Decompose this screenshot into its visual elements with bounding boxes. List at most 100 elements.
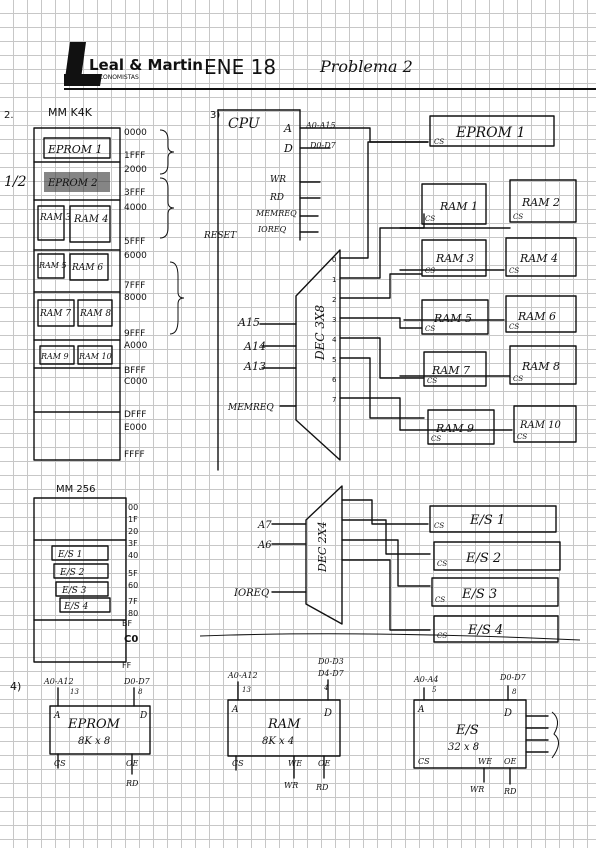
- mm-block-label: RAM 3: [39, 213, 71, 223]
- decoder-mem-enable: MEMREQ: [227, 403, 274, 413]
- io-address: BF: [122, 619, 132, 628]
- chip-ram-5: [421, 299, 489, 335]
- io-device-cs: CS: [437, 632, 447, 640]
- cpu-block: 3) CPU A A0-A15 D D0-D7 WR RD MEMREQ IOR…: [203, 109, 429, 471]
- chip-ram-10: [513, 405, 577, 443]
- io-device-1: [429, 505, 557, 533]
- detail-ram-bits-d: 4: [323, 684, 328, 692]
- io-device-name: E/S 3: [461, 587, 497, 602]
- detail-io-d: D: [503, 708, 512, 719]
- decoder-io-enable: IOREQ: [233, 588, 269, 599]
- chip-cs: CS: [434, 138, 444, 146]
- cpu-address-pin: A: [283, 122, 292, 135]
- decoder-mem-output: 0: [332, 256, 336, 264]
- chip-name: RAM 4: [519, 252, 558, 265]
- mm-block-eprom1: [43, 137, 111, 159]
- io-block-label: E/S 3: [61, 586, 87, 596]
- chip-name: RAM 8: [521, 360, 560, 373]
- cpu-rd: RD: [269, 193, 284, 203]
- details-section-number: 4): [10, 680, 21, 693]
- detail-ram-rd: RD: [315, 783, 329, 792]
- logo-brand: Leal & Martin: [89, 56, 203, 74]
- io-device-4: [433, 615, 559, 643]
- memory-map-section-number: 2.: [4, 110, 14, 121]
- mm-block-label: RAM 7: [39, 309, 71, 319]
- mm-address: FFFF: [124, 450, 145, 460]
- memory-map-heading: MM K4K: [48, 106, 93, 119]
- mm-block-label: EPROM 2: [47, 178, 98, 189]
- mm-address: 4000: [124, 203, 147, 213]
- decoder-mem-output: 7: [332, 396, 336, 404]
- decoder-io: DEC 2X4 A7 A6 IOREQ: [199, 485, 581, 641]
- mm-block-label: EPROM 1: [47, 143, 103, 156]
- mm-address: 3FFF: [124, 188, 145, 198]
- mm-address: 7FFF: [124, 281, 145, 291]
- problem-title: Problema 2: [319, 57, 413, 76]
- cpu-reset: RESET: [203, 231, 237, 241]
- io-device-2: [433, 541, 561, 571]
- cpu-ioreq: IOREQ: [257, 225, 287, 234]
- chip-details: 4) A0-A12 D0-D7 13 8 A D EPROM 8K x 8 CS…: [10, 657, 559, 796]
- cpu-label: CPU: [228, 116, 261, 132]
- io-device-cs: CS: [434, 522, 444, 530]
- decoder-memory: DEC 3X8 A15 A14 A13 MEMREQ 0 1 2 3 4 5 6…: [227, 141, 513, 461]
- io-device-name: E/S 2: [465, 551, 501, 566]
- decoder-mem-label: DEC 3X8: [313, 304, 327, 361]
- chip-name: RAM 7: [431, 364, 470, 377]
- chip-name: RAM 5: [433, 312, 472, 325]
- detail-io-box: [413, 699, 527, 769]
- mm-address: 8000: [124, 293, 147, 303]
- io-address: 80: [128, 609, 138, 618]
- decoder-mem-output: 3: [332, 316, 336, 324]
- detail-ram-size: 8K x 4: [262, 736, 294, 747]
- detail-eprom-bits-a: 13: [70, 688, 79, 696]
- chip-name: EPROM 1: [455, 125, 525, 141]
- company-logo: Leal & Martin ECONOMISTAS: [64, 42, 203, 86]
- io-device-cs: CS: [435, 596, 445, 604]
- cpu-section-number: 3): [210, 110, 220, 121]
- io-address: FF: [122, 661, 132, 670]
- chip-name: RAM 6: [517, 310, 556, 323]
- detail-io-data: D0-D7: [499, 673, 527, 682]
- chip-name: RAM 2: [521, 196, 560, 209]
- mm-block-label: RAM 6: [71, 263, 103, 273]
- detail-eprom-d: D: [139, 711, 147, 721]
- memory-map: 2. MM K4K 1/2 EPROM 1 EPROM 2 RAM 3 RAM …: [4, 106, 185, 461]
- decoder-mem-output: 1: [332, 276, 336, 284]
- mm-block-label: RAM 5: [38, 261, 67, 270]
- io-map: MM 256 E/S 1 E/S 2 E/S 3 E/S 4 00 1F 20 …: [33, 484, 138, 670]
- mm-address: DFFF: [124, 410, 146, 420]
- detail-io-a: A: [417, 705, 425, 715]
- decoder-io-label: DEC 2X4: [316, 521, 329, 573]
- memory-map-frame: [33, 127, 121, 461]
- logo-subtitle: ECONOMISTAS: [95, 74, 139, 81]
- io-map-frame: [33, 497, 127, 663]
- mm-address: E000: [124, 423, 147, 433]
- io-block-label: E/S 4: [63, 602, 89, 612]
- chip-ram-1: [421, 183, 487, 225]
- mm-address: 1FFF: [124, 151, 145, 161]
- chip-ram-8: [509, 345, 577, 385]
- chip-cs: CS: [431, 435, 441, 443]
- chip-ram-3: [421, 239, 487, 277]
- detail-ram: A0-A12 D0-D3 D4-D7 13 4 A D RAM 8K x 4 C…: [227, 657, 345, 792]
- detail-eprom: A0-A12 D0-D7 13 8 A D EPROM 8K x 8 CS OE…: [43, 677, 151, 788]
- chip-ram-2: [509, 179, 577, 223]
- mm-address: 5FFF: [124, 237, 145, 247]
- detail-ram-wr: WR: [284, 781, 298, 790]
- io-address: 3F: [128, 539, 138, 548]
- cpu-data-bus: D0-D7: [309, 141, 337, 150]
- io-device-name: E/S 1: [469, 513, 505, 528]
- chip-ram-4: [505, 237, 577, 277]
- mm-block-label: RAM 8: [79, 309, 111, 319]
- detail-eprom-name: EPROM: [67, 717, 121, 732]
- detail-eprom-box: [49, 705, 151, 755]
- chip-cs: CS: [513, 213, 523, 221]
- detail-io-bits-d: 8: [512, 688, 517, 696]
- detail-eprom-rd: RD: [125, 779, 139, 788]
- detail-io-rd: RD: [503, 787, 517, 796]
- mm-address: BFFF: [124, 366, 146, 376]
- mm-address: 9FFF: [124, 329, 145, 339]
- detail-ram-data2: D4-D7: [317, 669, 345, 678]
- cpu-memreq: MEMREQ: [255, 209, 297, 218]
